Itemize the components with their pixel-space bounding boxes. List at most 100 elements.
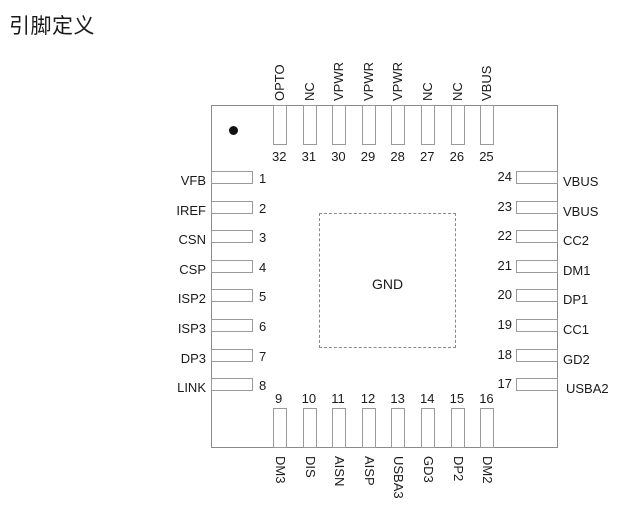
- pin-name: NC: [420, 82, 435, 101]
- pin-name: ISP3: [177, 321, 206, 336]
- pin-number: 31: [301, 149, 317, 164]
- pin-number: 2: [259, 200, 267, 216]
- pin-pad-20: [516, 289, 558, 303]
- pin-name: NC: [301, 82, 317, 101]
- chip-package-outline: [211, 105, 558, 448]
- pin-pad-12: [361, 408, 376, 448]
- pin-name: ISP2: [177, 291, 206, 307]
- pin-name: DM1: [563, 262, 591, 278]
- pin-number: 22: [497, 228, 512, 244]
- pin-number: 8: [259, 378, 267, 394]
- pin-number: 32: [272, 149, 287, 164]
- pin-pad-30: [332, 105, 347, 145]
- pin-number: 13: [390, 391, 405, 406]
- pin-pad-5: [211, 289, 253, 303]
- pin-number: 15: [449, 391, 465, 406]
- pin-pad-4: [211, 259, 253, 273]
- pin-number: 18: [497, 346, 512, 362]
- pin-number: 12: [360, 391, 376, 406]
- pin-name: NC: [449, 82, 465, 101]
- pin-name: DP2: [450, 456, 466, 482]
- pin-number: 10: [301, 391, 317, 406]
- pin-name: VBUS: [563, 174, 599, 189]
- pin-name: DIS: [302, 456, 318, 478]
- pin-number: 25: [479, 149, 494, 164]
- ground-pad-label: GND: [371, 276, 404, 292]
- pin-pad-17: [516, 378, 558, 392]
- pin-pad-6: [211, 319, 253, 332]
- pin-number: 1: [259, 171, 267, 186]
- pin-pad-19: [516, 319, 558, 332]
- pin-name: DP3: [180, 350, 206, 366]
- pin-number: 26: [449, 149, 465, 164]
- pin-name: OPTO: [272, 64, 287, 101]
- pin-name: DM2: [480, 456, 496, 484]
- pin-name: DP1: [563, 292, 589, 308]
- page-title: 引脚定义: [9, 14, 95, 38]
- exposed-ground-pad: [319, 213, 456, 348]
- pin-name: VPWR: [360, 62, 376, 101]
- pin-number: 7: [259, 348, 267, 364]
- pin-name: VBUS: [563, 203, 599, 219]
- pin-name: CC2: [563, 233, 590, 249]
- pin-pad-26: [450, 105, 465, 145]
- pin-number: 14: [420, 391, 435, 406]
- pin-number: 5: [259, 289, 267, 305]
- pin-number: 23: [497, 198, 512, 214]
- pin-pad-16: [480, 408, 495, 448]
- pin-name: GD3: [421, 456, 436, 483]
- pin-pad-29: [361, 105, 376, 145]
- pin-name: IREF: [176, 202, 206, 218]
- pin-number: 30: [331, 149, 346, 164]
- pin-number: 21: [497, 257, 512, 273]
- pin-pad-10: [302, 408, 317, 448]
- pin-number: 17: [497, 376, 512, 392]
- pin-number: 20: [497, 287, 512, 303]
- pin-name: CSP: [179, 261, 206, 277]
- pin-name: CSN: [178, 232, 206, 248]
- pin-number: 28: [390, 149, 405, 164]
- pin-name: VPWR: [331, 62, 347, 101]
- pin-name: USBA3: [391, 456, 407, 499]
- pin-pad-9: [273, 408, 287, 448]
- pin-pad-24: [516, 171, 558, 184]
- pin-pad-27: [421, 105, 435, 145]
- pin-number: 6: [259, 319, 267, 334]
- pin-name: DM3: [273, 456, 288, 484]
- pin-pad-25: [480, 105, 495, 145]
- pin-pad-7: [211, 348, 253, 362]
- pin-pad-32: [273, 105, 287, 145]
- pin-pad-3: [211, 230, 253, 244]
- pin-name: AISP: [361, 456, 377, 486]
- pin-name: USBA2: [566, 381, 609, 397]
- pin-number: 27: [420, 149, 435, 164]
- pin-number: 11: [331, 391, 345, 406]
- pin-number: 19: [497, 317, 512, 332]
- pin-pad-21: [516, 259, 558, 273]
- pin-name: LINK: [177, 380, 206, 396]
- pin-name: VPWR: [390, 62, 406, 101]
- pin-pad-28: [391, 105, 406, 145]
- pin-name: AISN: [332, 456, 348, 487]
- pin-name: VFB: [180, 173, 206, 188]
- pin-pad-22: [516, 230, 558, 244]
- pin-pad-18: [516, 348, 558, 362]
- pin-pad-23: [516, 200, 558, 214]
- pin-number: 24: [497, 169, 512, 184]
- pin-pad-15: [450, 408, 465, 448]
- pin-pad-11: [332, 408, 347, 448]
- pin-pad-13: [391, 408, 406, 448]
- pin-name: VBUS: [479, 65, 495, 101]
- pin-number: 3: [259, 230, 267, 246]
- pin-pad-8: [211, 378, 253, 392]
- pin-pad-31: [302, 105, 317, 145]
- pin-number: 4: [259, 259, 267, 275]
- pin-number: 29: [360, 149, 376, 164]
- pin-pad-1: [211, 171, 253, 184]
- pin-number: 16: [479, 391, 494, 406]
- pin-pad-2: [211, 200, 253, 214]
- pin-name: CC1: [563, 322, 590, 337]
- pin-name: GD2: [563, 351, 590, 367]
- pin1-marker-dot-icon: [229, 126, 238, 135]
- pin-number: 9: [275, 391, 283, 406]
